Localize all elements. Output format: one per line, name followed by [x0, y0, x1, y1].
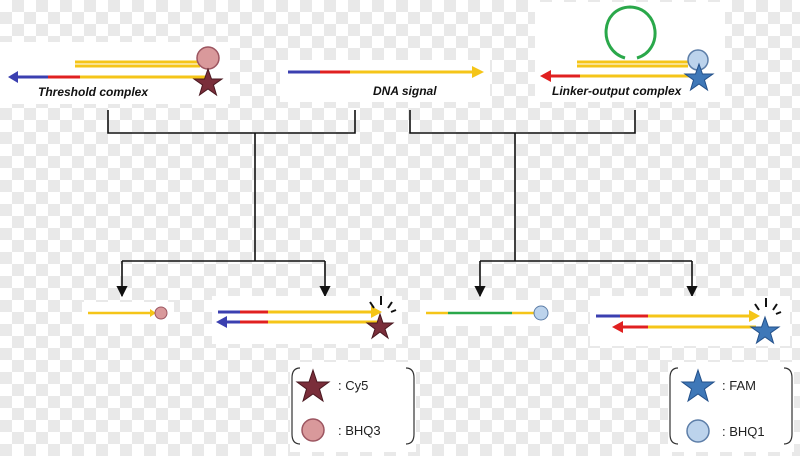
fam-star-icon	[749, 315, 781, 345]
arrowhead-icon	[540, 70, 551, 82]
linker-output-complex-label: Linker-output complex	[552, 84, 683, 98]
legend-cy5-label: : Cy5	[338, 378, 368, 393]
bhq3-quencher-icon	[301, 418, 325, 442]
fam-fluorescent-duplex	[590, 296, 790, 346]
emission-rays-icon	[754, 298, 782, 315]
dna-signal: DNA signal	[280, 60, 490, 102]
legend-bhq3-label: : BHQ3	[338, 423, 381, 438]
bhq1-quencher-icon	[686, 419, 710, 443]
released-bhq3-strand	[82, 302, 174, 324]
arrowhead-icon	[8, 71, 18, 83]
right-reaction-connector	[409, 110, 698, 298]
bhq3-quencher-icon	[196, 46, 220, 70]
threshold-complex-label: Threshold complex	[38, 85, 149, 99]
bhq3-quencher-icon	[154, 306, 168, 320]
left-reaction-connector	[107, 110, 356, 298]
hairpin-loop	[604, 5, 657, 60]
released-bhq1-strand	[420, 300, 552, 326]
fam-star-icon	[680, 368, 716, 403]
legend-right: : FAM : BHQ1	[668, 362, 794, 452]
emission-rays-icon	[369, 296, 397, 313]
legend-fam-label: : FAM	[722, 378, 756, 393]
threshold-complex: Threshold complex	[0, 42, 230, 104]
cy5-star-icon	[295, 368, 331, 403]
arrowhead-icon	[472, 66, 484, 78]
linker-output-complex: Linker-output complex	[535, 2, 725, 102]
legend-left: : Cy5 : BHQ3	[290, 362, 416, 452]
bhq1-quencher-icon	[533, 305, 549, 321]
fam-star-icon	[683, 62, 715, 92]
dna-signal-label: DNA signal	[373, 84, 437, 98]
legend-bhq1-label: : BHQ1	[722, 424, 765, 439]
cy5-star-icon	[192, 67, 224, 97]
cy5-star-icon	[365, 312, 395, 340]
cy5-fluorescent-duplex	[212, 296, 402, 344]
